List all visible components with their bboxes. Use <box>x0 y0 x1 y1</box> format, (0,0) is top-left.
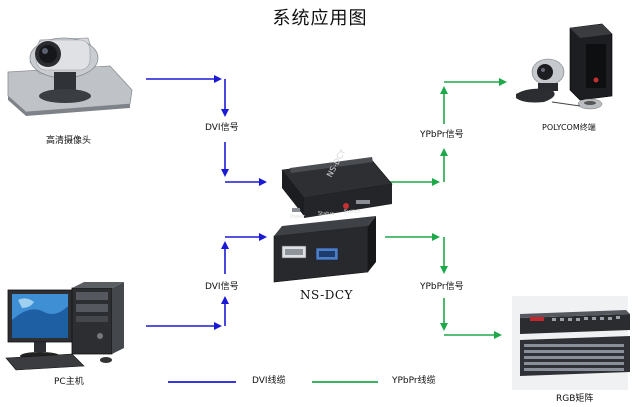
port-label-power: Power <box>290 214 306 220</box>
legend-dvi-label: DVI线缆 <box>252 376 286 386</box>
ypbpr-line-matrix <box>385 233 502 339</box>
converter-label: NS-DCY <box>300 288 353 302</box>
dvi-line-pc <box>146 233 267 330</box>
ypbpr-line-polycom <box>385 78 507 186</box>
dvi-line-camera <box>146 75 267 186</box>
edge-label-dvi-bottom: DVI信号 <box>205 282 239 292</box>
edge-label-ypbpr-top: YPbPr信号 <box>420 130 464 140</box>
edge-label-dvi-top: DVI信号 <box>205 123 239 133</box>
port-label-status: Status <box>318 211 334 217</box>
camera-label: 高清摄像头 <box>46 136 92 146</box>
polycom-label: POLYCOM终端 <box>542 123 596 132</box>
diagram-title: 系统应用图 <box>272 8 368 29</box>
edge-label-ypbpr-bottom: YPbPr信号 <box>420 282 464 292</box>
rgb-matrix-label: RGB矩阵 <box>556 394 594 404</box>
port-label-switch: Switch <box>344 209 361 215</box>
pc-label: PC主机 <box>54 377 84 387</box>
legend-ypbpr-label: YPbPr线缆 <box>392 376 436 386</box>
